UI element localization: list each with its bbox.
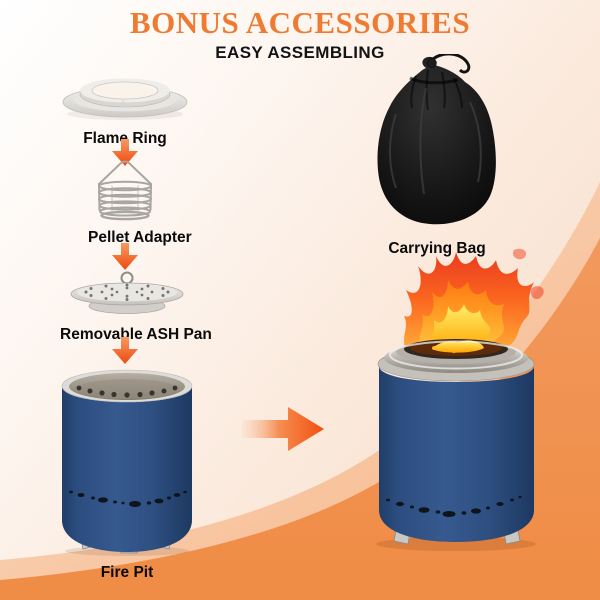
page-title: BONUS ACCESSORIES — [129, 5, 471, 40]
ash-pan-label: Removable ASH Pan — [60, 326, 212, 343]
pellet-adapter-image — [98, 160, 152, 221]
header: BONUS ACCESSORIES EASY ASSEMBLING — [0, 5, 600, 63]
fire-pit-item: Fire Pit — [57, 364, 197, 582]
assembled-fire-pit-image — [376, 248, 544, 551]
flame-ring-label: Flame Ring — [83, 130, 167, 147]
pellet-adapter-item: Pellet Adapter — [88, 157, 192, 247]
fire-pit-label: Fire Pit — [100, 564, 154, 581]
flames — [404, 248, 544, 354]
flame-ring-item: Flame Ring — [55, 58, 195, 148]
flame-ring-image — [62, 78, 188, 120]
ash-pan-item: Removable ASH Pan — [60, 268, 212, 344]
carrying-bag-item: Carrying Bag — [366, 52, 508, 258]
carrying-bag-label: Carrying Bag — [388, 240, 486, 257]
carrying-bag-image — [377, 52, 496, 225]
right-arrow-icon — [242, 407, 324, 451]
assembled-fire-pit-item — [354, 248, 559, 553]
down-arrow-icon — [112, 139, 138, 166]
ash-pan-image — [70, 271, 184, 314]
pellet-adapter-label: Pellet Adapter — [88, 229, 192, 246]
down-arrow-icon — [112, 243, 138, 270]
fire-pit-image — [61, 369, 193, 556]
down-arrow-icon — [112, 337, 138, 364]
page-subtitle: EASY ASSEMBLING — [215, 42, 385, 62]
